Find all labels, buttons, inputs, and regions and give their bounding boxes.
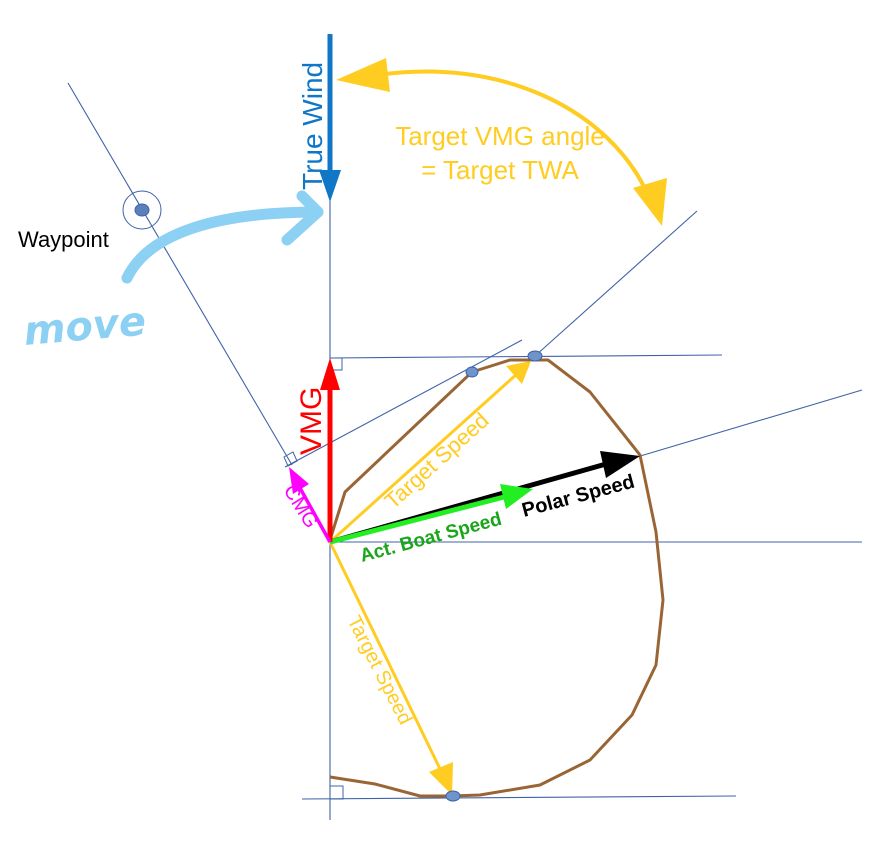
- upwind-vmg-tangent-line: [329, 354, 723, 359]
- polar-speed-extension-line: [636, 389, 863, 458]
- marker-downwind-tangent-point: [445, 790, 461, 802]
- marker-upwind-tangent-point: [527, 350, 543, 362]
- target-speed-upwind-arrow: [328, 361, 531, 544]
- polar-curve: [328, 358, 665, 798]
- cmg-arrow: [289, 467, 332, 543]
- vmg-label: VMG: [295, 387, 328, 455]
- vmg-arrow: [320, 358, 340, 542]
- target-twa-line: [534, 210, 698, 357]
- marker-cmg-tangent-point: [465, 366, 479, 378]
- target-speed-upwind-label: Target Speed: [380, 408, 494, 514]
- guide-lines: [67, 82, 863, 820]
- cmg-label: CMG: [279, 481, 322, 532]
- cmg-perpendicular-line: [284, 339, 523, 468]
- right-angle-marks: [283, 357, 344, 800]
- right-angle-mark-downwind: [329, 785, 344, 800]
- right-angle-mark-cmg: [283, 451, 298, 467]
- polar-speed-label: Polar Speed: [520, 471, 637, 522]
- move-annotation-arrow: [121, 190, 324, 284]
- target-vmg-angle-label-line2: = Target TWA: [421, 155, 579, 185]
- waypoint-marker: [122, 190, 162, 230]
- true-wind-arrow: [319, 34, 341, 202]
- downwind-vmg-tangent-line: [301, 795, 737, 800]
- move-label: move: [22, 298, 148, 354]
- act-boat-speed-arrow: [329, 484, 533, 545]
- true-wind-label: True Wind: [297, 62, 328, 190]
- target-speed-downwind-label: Target Speed: [343, 612, 417, 728]
- target-speed-downwind-arrow: [328, 541, 453, 795]
- target-vmg-angle-label-line1: Target VMG angle: [395, 121, 605, 151]
- waypoint-course-line: [67, 82, 293, 466]
- waypoint-label: Waypoint: [18, 227, 109, 252]
- target-vmg-angle-arc: [336, 58, 667, 226]
- markers: [445, 350, 543, 802]
